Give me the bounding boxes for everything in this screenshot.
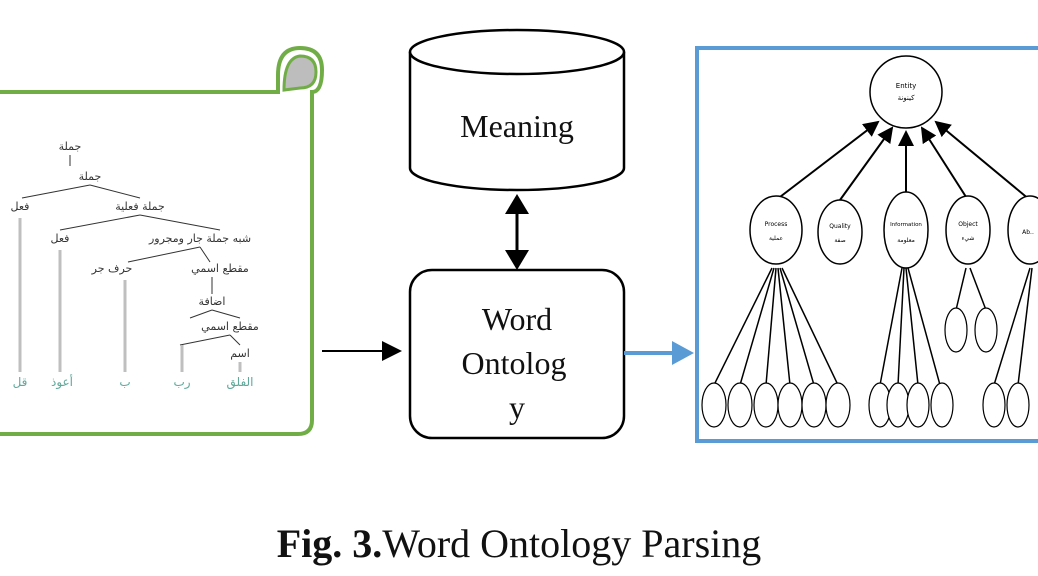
tree-leaf-4: رب [173, 375, 190, 390]
ontology-node-information [883, 191, 929, 269]
ontology-label-line3: y [509, 389, 525, 425]
svg-text:Process: Process [765, 221, 788, 228]
svg-text:Object: Object [958, 221, 978, 228]
tree-node-verb-2: فعل [51, 232, 70, 245]
arrow-ontology-to-graph [624, 341, 694, 365]
tree-node-sentence: جملة [59, 140, 82, 153]
bidirectional-arrow [505, 194, 529, 270]
ontology-leaf-nodes [701, 307, 1030, 428]
svg-text:Entity: Entity [896, 82, 916, 90]
tree-node-noun-phrase-2: مقطع اسمي [201, 320, 259, 333]
ontology-node-quality [817, 199, 863, 265]
tree-node-noun: اسم [230, 347, 250, 360]
parse-tree-leaf-lines [18, 218, 242, 372]
tree-node-noun-phrase: مقطع اسمي [191, 262, 249, 275]
ontology-root-node [869, 55, 943, 129]
word-ontology-box: Word Ontolog y [408, 268, 626, 440]
tree-node-prep-phrase: شبه جملة جار ومجرور [148, 232, 251, 245]
ontology-node-object [945, 195, 991, 265]
svg-text:Quality: Quality [829, 223, 851, 230]
ontology-graph-panel: Entity كينونة Process عملية Quality صفة … [695, 46, 1038, 443]
parse-tree-panel: جملة جملة جملة فعلية فعل فعل شبه جملة جا… [0, 45, 325, 436]
tree-leaf-2: أعوذ [51, 374, 73, 390]
tree-node-sentence-2: جملة [79, 170, 102, 183]
svg-text:Information: Information [890, 222, 922, 228]
figure-title: Word Ontology Parsing [382, 521, 762, 566]
svg-text:عملية: عملية [769, 235, 783, 242]
tree-node-verb-1: فعل [11, 200, 30, 213]
tree-node-verbal-sentence: جملة فعلية [115, 200, 165, 213]
ontology-label-line2: Ontolog [462, 345, 567, 381]
svg-text:معلومة: معلومة [897, 237, 915, 244]
database-label: Meaning [460, 108, 574, 144]
scroll-curl [282, 54, 318, 92]
tree-node-idafa: اضافة [199, 295, 226, 308]
tree-node-preposition: حرف جر [91, 262, 133, 275]
meaning-database: Meaning [408, 28, 626, 192]
svg-text:كينونة: كينونة [898, 94, 916, 102]
tree-leaf-3: ب [119, 375, 130, 389]
svg-text:Ab..: Ab.. [1022, 229, 1034, 236]
tree-leaf-1: قل [13, 375, 28, 389]
ontology-node-abstract [1007, 195, 1038, 265]
tree-leaf-5: الفلق [226, 375, 253, 390]
svg-text:شيء: شيء [962, 235, 975, 242]
figure-caption: Fig. 3.Word Ontology Parsing [0, 520, 1038, 567]
ontology-label-line1: Word [482, 301, 552, 337]
scroll-border [0, 45, 325, 436]
figure-label: Fig. 3. [276, 521, 383, 566]
ontology-node-process [749, 195, 803, 265]
svg-text:صفة: صفة [834, 237, 845, 244]
